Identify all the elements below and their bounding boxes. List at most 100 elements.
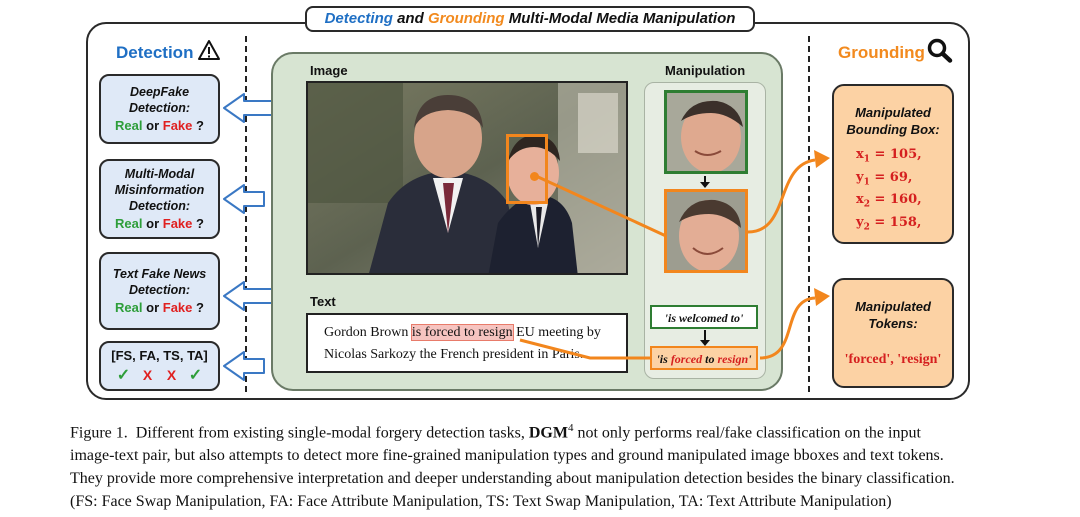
figure-caption: Figure 1. Different from existing single…	[70, 417, 1060, 513]
grounding-header: Grounding	[838, 43, 925, 63]
caption-line-2: image-text pair, but also attempts to de…	[70, 447, 944, 465]
real-or-fake: Real or Fake ?	[101, 300, 218, 316]
title-and: and	[392, 10, 428, 27]
arrow-down-icon	[700, 340, 710, 346]
bbox-connector-line	[535, 174, 667, 238]
real-label: Real	[115, 300, 143, 315]
text-after: EU meeting by	[512, 325, 601, 340]
coord-value: = 105,	[870, 147, 922, 162]
manipulated-tokens-box: Manipulated Tokens: 'forced', 'resign'	[832, 278, 954, 388]
figure-title: Detecting and Grounding Multi-Modal Medi…	[305, 6, 755, 32]
coord-value: = 160,	[870, 192, 922, 208]
token-part: 'is	[656, 352, 671, 366]
or-label: or	[142, 216, 163, 231]
manipulated-bbox-box: Manipulated Bounding Box: x1 = 105, y1 =…	[832, 84, 954, 244]
warning-icon	[198, 40, 220, 60]
coord-x2: x2 = 160,	[834, 191, 952, 214]
text-connector-line	[519, 338, 650, 360]
coord-sub: 2	[863, 222, 870, 233]
token-part: to	[702, 352, 718, 366]
coord-value: = 158,	[869, 214, 922, 230]
coord-y1: y1 = 69,	[834, 169, 952, 192]
manipulation-types-label: [FS, FA, TS, TA]	[111, 348, 208, 363]
coord-sub: 2	[863, 199, 871, 210]
text-label: Text	[310, 294, 336, 309]
real-or-fake: Real or Fake ?	[101, 118, 218, 134]
text-fake-news-detection-title: Text Fake News Detection:	[112, 267, 207, 297]
arrow-right-icon	[814, 150, 830, 168]
text-before: Gordon Brown	[324, 325, 412, 340]
caption-dgm-sup: 4	[567, 422, 574, 434]
caption-line-4: (FS: Face Swap Manipulation, FA: Face At…	[70, 493, 892, 511]
fake-label: Fake	[162, 216, 193, 231]
bbox-coordinates: x1 = 105, y1 = 69, x2 = 160, y2 = 158,	[834, 146, 952, 236]
arrow-right-icon	[814, 288, 830, 306]
check-icon: ✓	[116, 367, 131, 384]
check-icon: ✓	[188, 367, 203, 384]
text-fake-news-detection-box: Text Fake News Detection: Real or Fake ?	[99, 252, 220, 330]
coord-y2: y2 = 158,	[834, 214, 952, 237]
real-label: Real	[115, 216, 143, 231]
deepfake-detection-title: DeepFake Detection:	[128, 85, 191, 115]
fake-label: Fake	[162, 300, 193, 315]
image-label: Image	[310, 63, 348, 78]
caption-text: Figure 1. Different from existing single…	[70, 424, 529, 442]
token-down-arrow	[704, 330, 706, 342]
original-face-image	[667, 93, 745, 171]
token-part: '	[748, 352, 752, 366]
cross-icon: X	[142, 367, 153, 383]
question-mark: ?	[192, 300, 204, 315]
token-grounding-curve	[759, 296, 816, 360]
title-rest: Multi-Modal Media Manipulation	[504, 10, 736, 27]
deepfake-detection-box: DeepFake Detection: Real or Fake ?	[99, 74, 220, 144]
title-detecting: Detecting	[324, 10, 393, 27]
caption-line-3: They provide more comprehensive interpre…	[70, 470, 955, 488]
cross-icon: X	[166, 367, 177, 383]
fake-label: Fake	[162, 118, 193, 133]
coord-x1: x1 = 105,	[834, 146, 952, 169]
coord-var: x	[856, 147, 864, 162]
manipulation-label: Manipulation	[665, 63, 746, 78]
arrow-left-icon	[223, 184, 265, 214]
manipulated-face-bbox	[506, 134, 548, 204]
manipulated-tokens-value: 'forced', 'resign'	[844, 352, 942, 367]
coord-sub: 1	[863, 154, 871, 165]
arrow-down-icon	[700, 182, 710, 188]
coord-value: = 69,	[869, 169, 913, 185]
manipulated-face-thumb	[664, 189, 748, 273]
manipulation-down-arrow	[704, 176, 706, 184]
coord-var: y	[856, 214, 864, 230]
caption-line-1: Figure 1. Different from existing single…	[70, 417, 1060, 444]
original-token-box: 'is welcomed to'	[650, 305, 758, 329]
manipulated-token-box: 'is forced to resign'	[650, 346, 758, 370]
manipulated-tokens-title: Manipulated Tokens:	[855, 299, 931, 331]
magnifier-icon	[927, 38, 953, 63]
news-text-line-2: Nicolas Sarkozy the French president in …	[324, 347, 584, 362]
title-grounding: Grounding	[427, 10, 505, 27]
multimodal-misinfo-detection-title: Multi-Modal Misinformation Detection:	[114, 167, 205, 213]
original-token-text: 'is welcomed to'	[664, 311, 744, 325]
token-forced: forced	[670, 352, 703, 366]
bbox-anchor-dot	[530, 172, 539, 181]
real-or-fake: Real or Fake ?	[101, 216, 218, 232]
news-photo-scene	[308, 83, 626, 273]
coord-var: y	[856, 169, 864, 185]
manipulated-bbox-title: Manipulated Bounding Box:	[846, 105, 940, 137]
right-divider	[808, 36, 810, 392]
original-face-thumb	[664, 90, 748, 174]
bbox-grounding-curve	[747, 158, 816, 234]
highlighted-text: is forced to resign	[410, 324, 514, 341]
coord-sub: 1	[863, 177, 870, 188]
news-text-box: Gordon Brown is forced to resign EU meet…	[306, 313, 628, 373]
multimodal-misinfo-detection-box: Multi-Modal Misinformation Detection: Re…	[99, 159, 220, 239]
grounding-header-label: Grounding	[838, 43, 925, 62]
coord-var: x	[856, 192, 864, 208]
left-divider	[245, 36, 247, 392]
caption-text: not only performs real/fake classificati…	[573, 424, 921, 442]
news-photo	[306, 81, 628, 275]
question-mark: ?	[192, 216, 204, 231]
news-text-line-1: Gordon Brown is forced to resign EU meet…	[324, 322, 626, 344]
